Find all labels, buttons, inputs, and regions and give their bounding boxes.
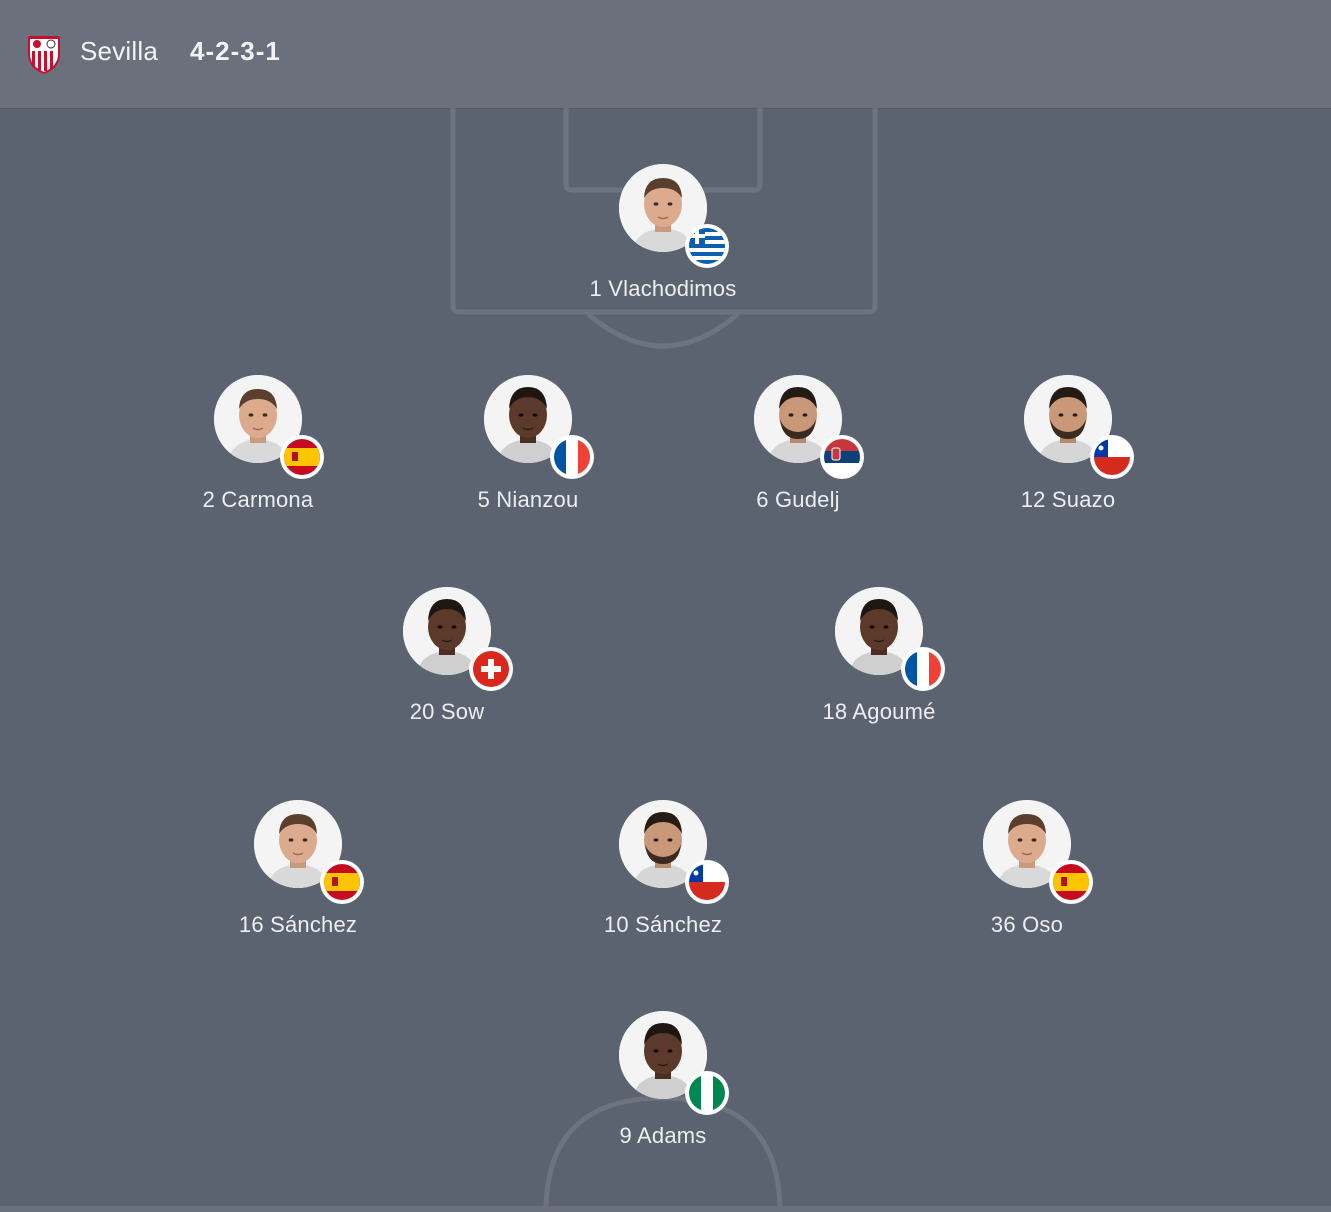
- greece-flag-icon: [685, 224, 729, 268]
- player-card-carmona[interactable]: 2 Carmona: [158, 375, 358, 535]
- player-name: 12 Suazo: [1020, 487, 1116, 512]
- player-name: 6 Gudelj: [756, 487, 840, 512]
- player-card-agoume[interactable]: 18 Agoumé: [779, 587, 979, 747]
- player-card-sow[interactable]: 20 Sow: [347, 587, 547, 747]
- france-flag-icon: [550, 435, 594, 479]
- pitch-markings: [0, 108, 1331, 1212]
- player-name: 1 Vlachodimos: [589, 276, 737, 301]
- chile-flag-icon: [685, 860, 729, 904]
- player-card-oso[interactable]: 36 Oso: [927, 800, 1127, 960]
- nigeria-flag-icon: [685, 1071, 729, 1115]
- player-name: 36 Oso: [990, 912, 1064, 937]
- switzerland-flag-icon: [469, 647, 513, 691]
- spain-flag-icon: [1049, 860, 1093, 904]
- player-name: 16 Sánchez: [238, 912, 358, 937]
- player-card-gudelj[interactable]: 6 Gudelj: [698, 375, 898, 535]
- player-name: 2 Carmona: [202, 487, 314, 512]
- sevilla-crest-icon: [28, 36, 60, 74]
- player-name: 5 Nianzou: [477, 487, 579, 512]
- player-card-vlachodimos[interactable]: 1 Vlachodimos: [563, 164, 763, 324]
- player-name: 9 Adams: [619, 1123, 707, 1148]
- player-name: 20 Sow: [409, 699, 485, 724]
- pitch: 1 Vlachodimos 2 Carmona 5 Nianzou 6 Gude…: [0, 108, 1331, 1212]
- player-name: 10 Sánchez: [603, 912, 723, 937]
- player-card-sanchez-10[interactable]: 10 Sánchez: [563, 800, 763, 960]
- chile-flag-icon: [1090, 435, 1134, 479]
- spain-flag-icon: [320, 860, 364, 904]
- formation-label: 4-2-3-1: [190, 36, 281, 66]
- player-card-adams[interactable]: 9 Adams: [563, 1011, 763, 1171]
- spain-flag-icon: [280, 435, 324, 479]
- player-card-suazo[interactable]: 12 Suazo: [968, 375, 1168, 535]
- team-name: Sevilla: [80, 36, 158, 66]
- france-flag-icon: [901, 647, 945, 691]
- player-card-sanchez-16[interactable]: 16 Sánchez: [198, 800, 398, 960]
- player-card-nianzou[interactable]: 5 Nianzou: [428, 375, 628, 535]
- serbia-flag-icon: [820, 435, 864, 479]
- lineup-header: Sevilla 4-2-3-1: [0, 0, 1331, 109]
- player-name: 18 Agoumé: [822, 699, 936, 724]
